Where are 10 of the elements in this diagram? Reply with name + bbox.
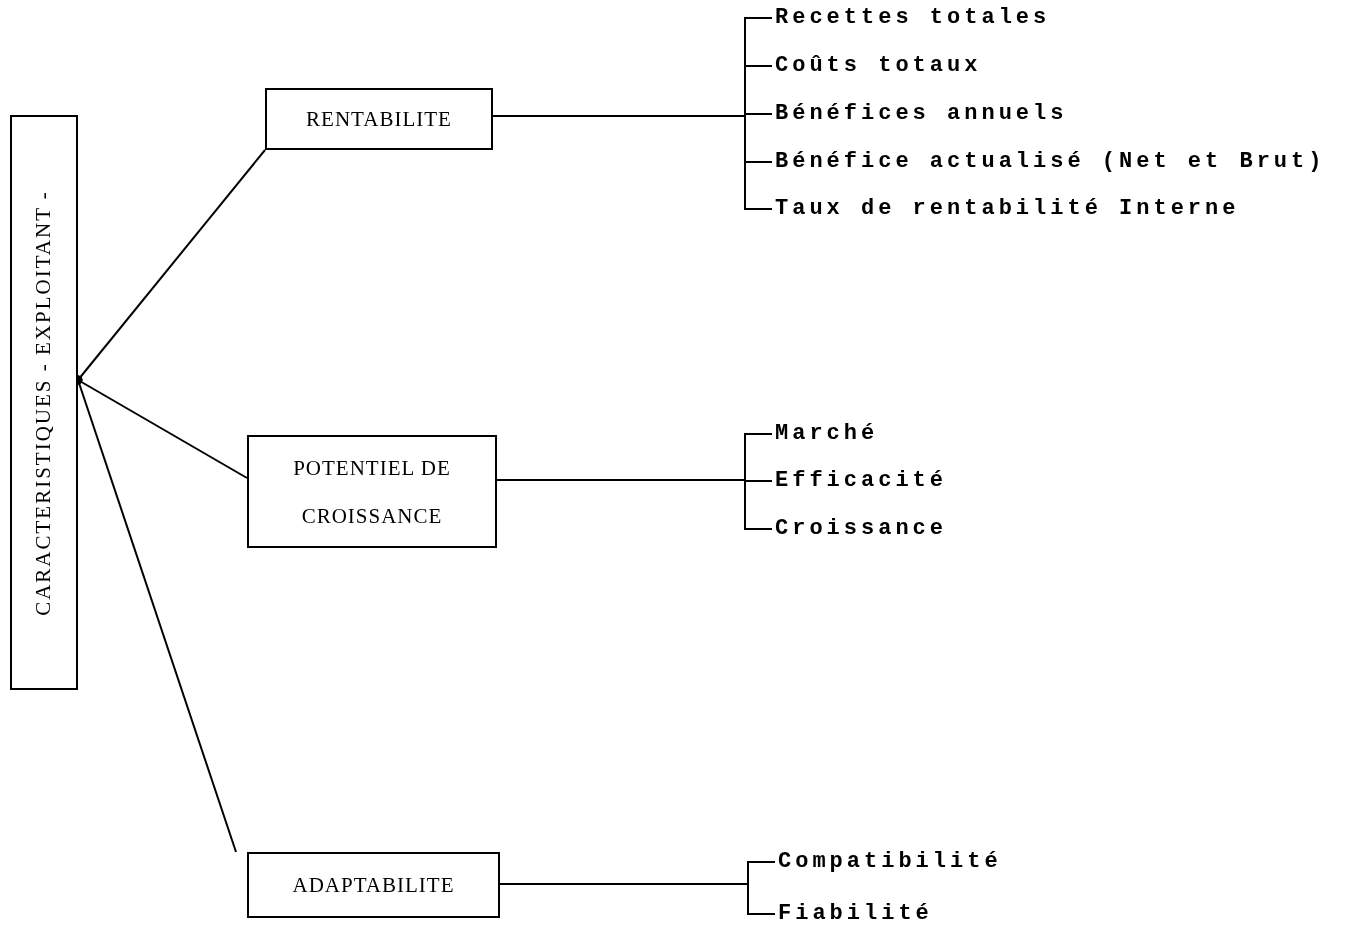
box-label: ADAPTABILITE [292,872,455,899]
vertical-title: CARACTERISTIQUES - EXPLOITANT - [30,189,57,616]
box-label: POTENTIEL DE CROISSANCE [292,454,452,530]
category-box [247,852,500,918]
title-box [10,115,78,690]
connector-line [492,115,773,210]
category-box [247,435,497,548]
connector-line [499,883,776,915]
category-box [265,88,493,150]
box-label: RENTABILITE [306,106,452,133]
